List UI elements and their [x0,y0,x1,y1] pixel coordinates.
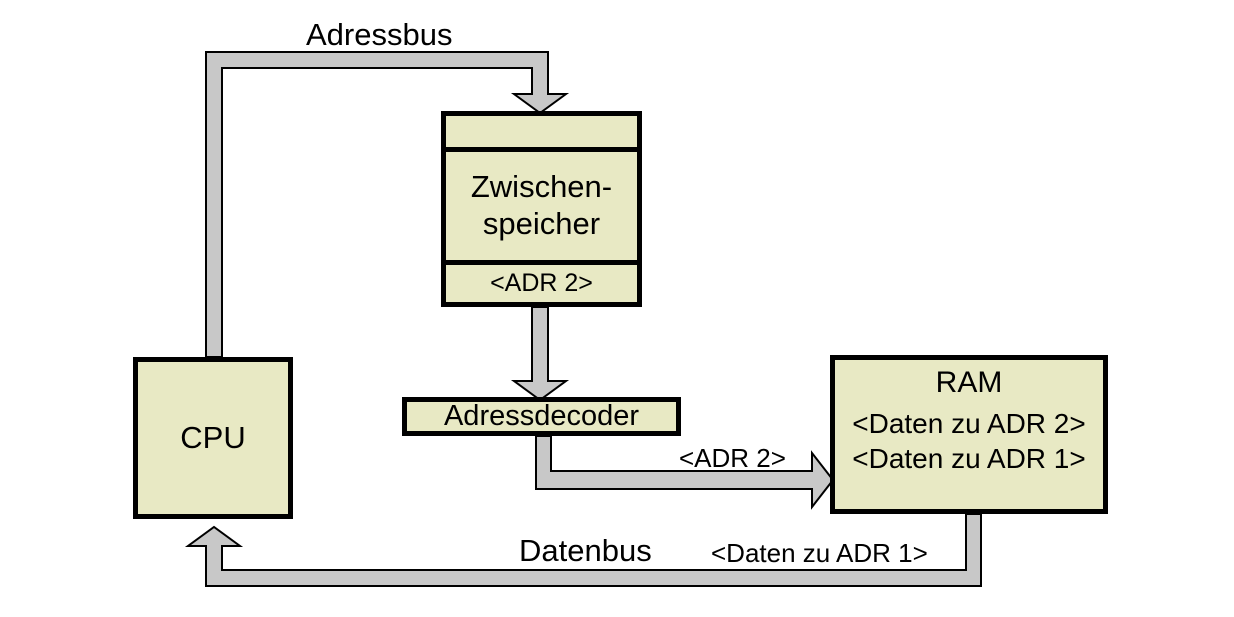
node-cpu[interactable]: CPU [133,357,293,519]
datenbus-payload-label: <Daten zu ADR 1> [711,538,928,568]
ram-data-line-2: <Daten zu ADR 1> [852,442,1086,474]
ram-data-line-1: <Daten zu ADR 2> [852,407,1086,439]
adr2-wire-label: <ADR 2> [679,443,786,473]
ram-title-label: RAM [935,366,1003,399]
zwischenspeicher-top-cell [446,116,637,152]
adressbus-label: Adressbus [306,17,453,52]
adressdecoder-label: Adressdecoder [443,400,640,433]
adressdecoder-to-ram-connector [535,435,835,510]
zwischenspeicher-to-adressdecoder-connector [510,306,570,402]
datenbus-label: Datenbus [519,533,652,568]
zwischenspeicher-label: Zwischen- speicher [470,169,613,241]
node-ram[interactable]: RAM <Daten zu ADR 2> <Daten zu ADR 1> [830,355,1108,514]
node-adressdecoder[interactable]: Adressdecoder [402,397,681,436]
datenbus-connector [184,513,982,587]
zwischenspeicher-name-cell: Zwischen- speicher [446,152,637,265]
zwischenspeicher-value-cell: <ADR 2> [446,265,637,302]
zwischenspeicher-value-label: <ADR 2> [490,269,593,297]
adressbus-connector [205,51,570,358]
cpu-label: CPU [180,419,246,455]
node-zwischenspeicher[interactable]: Zwischen- speicher <ADR 2> [441,111,642,307]
